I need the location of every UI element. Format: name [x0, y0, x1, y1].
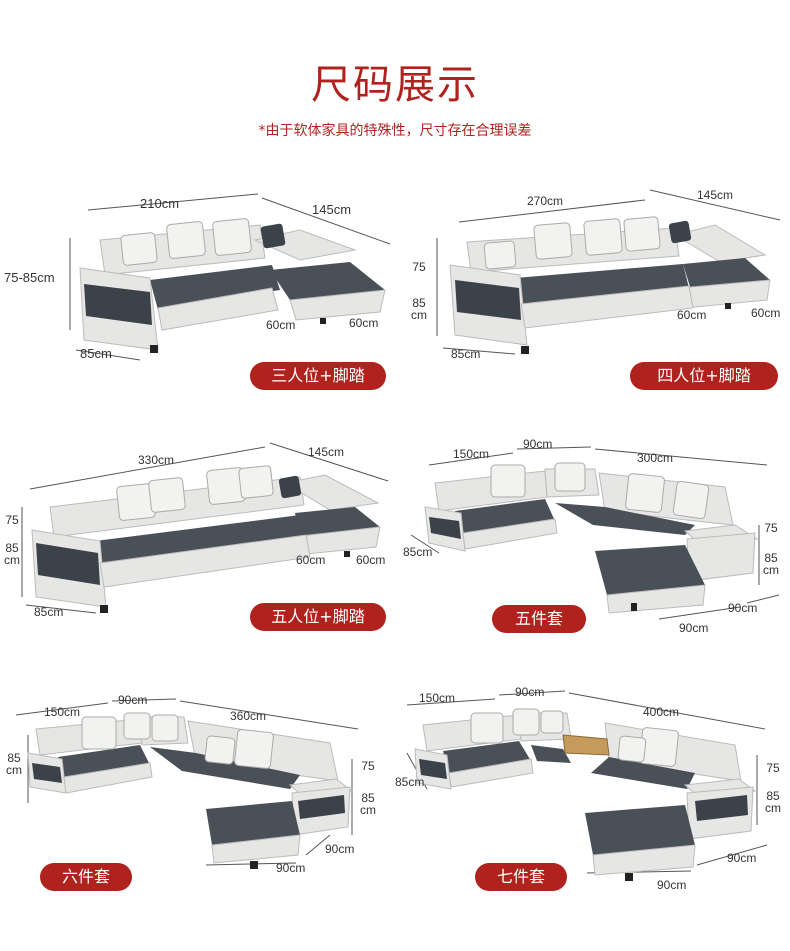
- dim-stool-width: 60cm: [266, 318, 296, 332]
- dim-stool-depth: 60cm: [751, 306, 781, 320]
- product-label: 七件套: [475, 863, 567, 891]
- dim-depth-unit: cm: [6, 763, 22, 777]
- dim-height-low: 75: [412, 260, 426, 274]
- sofa-5-seat-illustration: [21, 442, 389, 614]
- dim-height-unit: cm: [360, 803, 376, 817]
- dim-ottoman-depth: 90cm: [728, 601, 758, 615]
- dim-left-section: 150cm: [419, 691, 456, 705]
- dim-stool-width: 60cm: [677, 308, 707, 322]
- dim-chaise: 145cm: [697, 188, 734, 202]
- dim-ottoman-width: 90cm: [657, 878, 687, 892]
- dim-depth: 85cm: [34, 605, 64, 619]
- dim-stool-depth: 60cm: [349, 316, 379, 330]
- dim-height-low: 75: [361, 759, 375, 773]
- dim-height-high: 85: [412, 296, 426, 310]
- dim-depth: 85cm: [403, 545, 433, 559]
- dim-ottoman-depth: 90cm: [727, 851, 757, 865]
- dim-right-section: 360cm: [230, 709, 267, 723]
- sofa-3-seat-illustration: [69, 193, 391, 361]
- product-panel-5-piece: 150cm 90cm 300cm 85cm 75 85 cm 90cm 90cm…: [395, 435, 790, 635]
- product-label: 六件套: [40, 863, 132, 891]
- product-label: 四人位+脚踏: [630, 362, 778, 390]
- page-title: 尺码展示: [311, 62, 479, 108]
- dim-corner: 90cm: [523, 437, 553, 451]
- dim-height-low: 75: [5, 513, 19, 527]
- product-panel-4-seat: 270cm 145cm 75 85 cm 85cm 60cm 60cm 四人位+…: [395, 180, 790, 395]
- sofa-5-piece-illustration: [410, 446, 780, 620]
- dim-ottoman-depth: 90cm: [325, 842, 355, 856]
- sofa-7-piece-illustration: [406, 690, 768, 881]
- dim-left-section: 150cm: [44, 705, 81, 719]
- dim-chaise: 145cm: [308, 445, 345, 459]
- dim-ottoman-width: 90cm: [276, 861, 306, 875]
- dim-depth: 85cm: [451, 347, 481, 361]
- product-panel-3-seat: 210cm 145cm 75-85cm 85cm 60cm 60cm 三人位+脚…: [0, 180, 395, 395]
- dim-height-high: 85: [766, 789, 780, 803]
- product-panel-7-piece: 150cm 90cm 400cm 85cm 75 85 cm 90cm 90cm…: [395, 685, 790, 915]
- product-label: 五件套: [492, 605, 586, 633]
- dim-height-unit: cm: [763, 563, 779, 577]
- dim-right-section: 400cm: [643, 705, 680, 719]
- dim-height-unit: cm: [765, 801, 781, 815]
- dim-height-low: 75: [766, 761, 780, 775]
- dim-height: 75-85cm: [4, 270, 55, 285]
- dim-height-high: 85: [361, 791, 375, 805]
- dim-stool-depth: 60cm: [356, 553, 386, 567]
- sofa-4-seat-illustration: [436, 189, 781, 355]
- dim-height-unit: cm: [4, 553, 20, 567]
- dim-stool-width: 60cm: [296, 553, 326, 567]
- product-label: 五人位+脚踏: [250, 603, 386, 631]
- dim-height-unit: cm: [411, 308, 427, 322]
- dim-left-section: 150cm: [453, 447, 490, 461]
- tolerance-note: *由于软体家具的特殊性，尺寸存在合理误差: [258, 123, 532, 139]
- dim-corner: 90cm: [118, 693, 148, 707]
- dim-depth-value: 85: [7, 751, 21, 765]
- dim-right-section: 300cm: [637, 451, 674, 465]
- dim-ottoman-width: 90cm: [679, 621, 709, 635]
- dim-height-high: 85: [764, 551, 778, 565]
- dim-height-high: 85: [5, 541, 19, 555]
- dim-chaise: 145cm: [312, 202, 352, 217]
- dim-length: 270cm: [527, 194, 564, 208]
- product-panel-5-seat: 330cm 145cm 75 85 cm 85cm 60cm 60cm 五人位+…: [0, 435, 395, 635]
- sofa-6-piece-illustration: [15, 698, 359, 869]
- dim-length: 210cm: [140, 196, 180, 211]
- product-panel-6-piece: 150cm 90cm 360cm 85 cm 75 85 cm 90cm 90c…: [0, 685, 395, 915]
- dim-corner: 90cm: [515, 685, 545, 699]
- dim-length: 330cm: [138, 453, 175, 467]
- dim-height-low: 75: [764, 521, 778, 535]
- dim-depth: 85cm: [395, 775, 425, 789]
- dim-depth: 85cm: [80, 346, 112, 361]
- product-label: 三人位+脚踏: [250, 362, 386, 390]
